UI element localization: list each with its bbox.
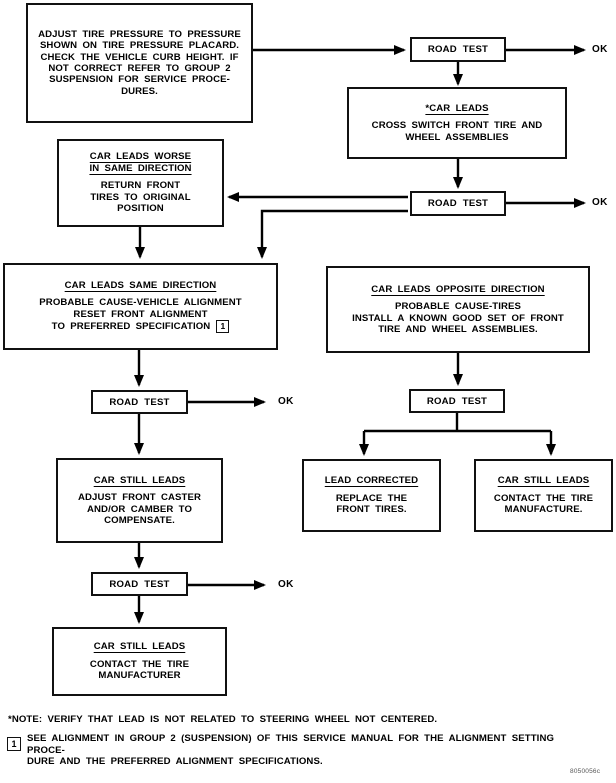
- node-title: *CAR LEADS: [425, 102, 489, 114]
- node-lead-corrected: LEAD CORRECTED REPLACE THE FRONT TIRES.: [302, 459, 441, 532]
- node-road-test-3: ROAD TEST: [91, 390, 188, 414]
- node-body-lastline: TO PREFERRED SPECIFICATION 1: [51, 320, 230, 334]
- ok-label-2: OK: [592, 197, 608, 208]
- node-car-leads-same-direction: CAR LEADS SAME DIRECTION PROBABLE CAUSE-…: [3, 263, 278, 350]
- node-body: PROBABLE CAUSE-TIRES INSTALL A KNOWN GOO…: [352, 301, 564, 335]
- footnote-ref-marker: 1: [7, 737, 21, 751]
- node-title: CAR STILL LEADS: [93, 474, 186, 486]
- node-car-leads-worse: CAR LEADS WORSE IN SAME DIRECTION RETURN…: [57, 139, 224, 227]
- ok-label-3: OK: [278, 396, 294, 407]
- footnote-alignment-text: SEE ALIGNMENT IN GROUP 2 (SUSPENSION) OF…: [27, 733, 555, 767]
- node-title: CAR LEADS SAME DIRECTION: [64, 279, 217, 291]
- road-test-label: ROAD TEST: [109, 578, 170, 590]
- node-title: LEAD CORRECTED: [324, 475, 419, 487]
- node-title: CAR LEADS OPPOSITE DIRECTION: [371, 283, 545, 295]
- road-test-label: ROAD TEST: [426, 395, 488, 407]
- node-body: CONTACT THE TIRE MANUFACTURER: [89, 658, 190, 682]
- node-body: REPLACE THE FRONT TIRES.: [335, 492, 408, 516]
- ok-label-4: OK: [278, 579, 294, 590]
- node-body: ADJUST FRONT CASTER AND/OR CAMBER TO COM…: [77, 492, 202, 526]
- node-car-still-leads-caster: CAR STILL LEADS ADJUST FRONT CASTER AND/…: [56, 458, 223, 543]
- footnote-ref-badge: 1: [216, 320, 230, 334]
- node-car-leads: *CAR LEADS CROSS SWITCH FRONT TIRE AND W…: [347, 87, 567, 159]
- note-steering-wheel: *NOTE: VERIFY THAT LEAD IS NOT RELATED T…: [8, 714, 438, 725]
- node-adjust-tire-pressure: ADJUST TIRE PRESSURE TO PRESSURE SHOWN O…: [26, 3, 253, 123]
- road-test-label: ROAD TEST: [109, 396, 170, 408]
- road-test-label: ROAD TEST: [427, 44, 489, 55]
- connector-roadtest2-to-same-direction: [257, 209, 408, 259]
- figure-code: 8050056c: [570, 768, 601, 775]
- node-title: CAR LEADS WORSE IN SAME DIRECTION: [89, 151, 192, 174]
- node-body: CONTACT THE TIRE MANUFACTURE.: [493, 492, 594, 516]
- node-body: RETURN FRONT TIRES TO ORIGINAL POSITION: [90, 180, 191, 215]
- node-body: ADJUST TIRE PRESSURE TO PRESSURE SHOWN O…: [38, 28, 241, 97]
- node-road-test-5: ROAD TEST: [409, 389, 505, 413]
- node-car-leads-opposite-direction: CAR LEADS OPPOSITE DIRECTION PROBABLE CA…: [326, 266, 590, 353]
- road-test-label: ROAD TEST: [427, 198, 489, 209]
- node-road-test-2: ROAD TEST: [410, 191, 506, 216]
- node-body: CROSS SWITCH FRONT TIRE AND WHEEL ASSEMB…: [371, 120, 543, 143]
- node-title: CAR STILL LEADS: [93, 641, 186, 653]
- node-car-still-leads-contact: CAR STILL LEADS CONTACT THE TIRE MANUFAC…: [52, 627, 227, 696]
- node-body: PROBABLE CAUSE-VEHICLE ALIGNMENT RESET F…: [39, 297, 242, 320]
- node-title: CAR STILL LEADS: [497, 475, 590, 487]
- node-car-still-leads-right: CAR STILL LEADS CONTACT THE TIRE MANUFAC…: [474, 459, 613, 532]
- node-body-text: TO PREFERRED SPECIFICATION: [51, 320, 211, 332]
- node-road-test-4: ROAD TEST: [91, 572, 188, 596]
- node-road-test-1: ROAD TEST: [410, 37, 506, 62]
- ok-label-1: OK: [592, 44, 608, 55]
